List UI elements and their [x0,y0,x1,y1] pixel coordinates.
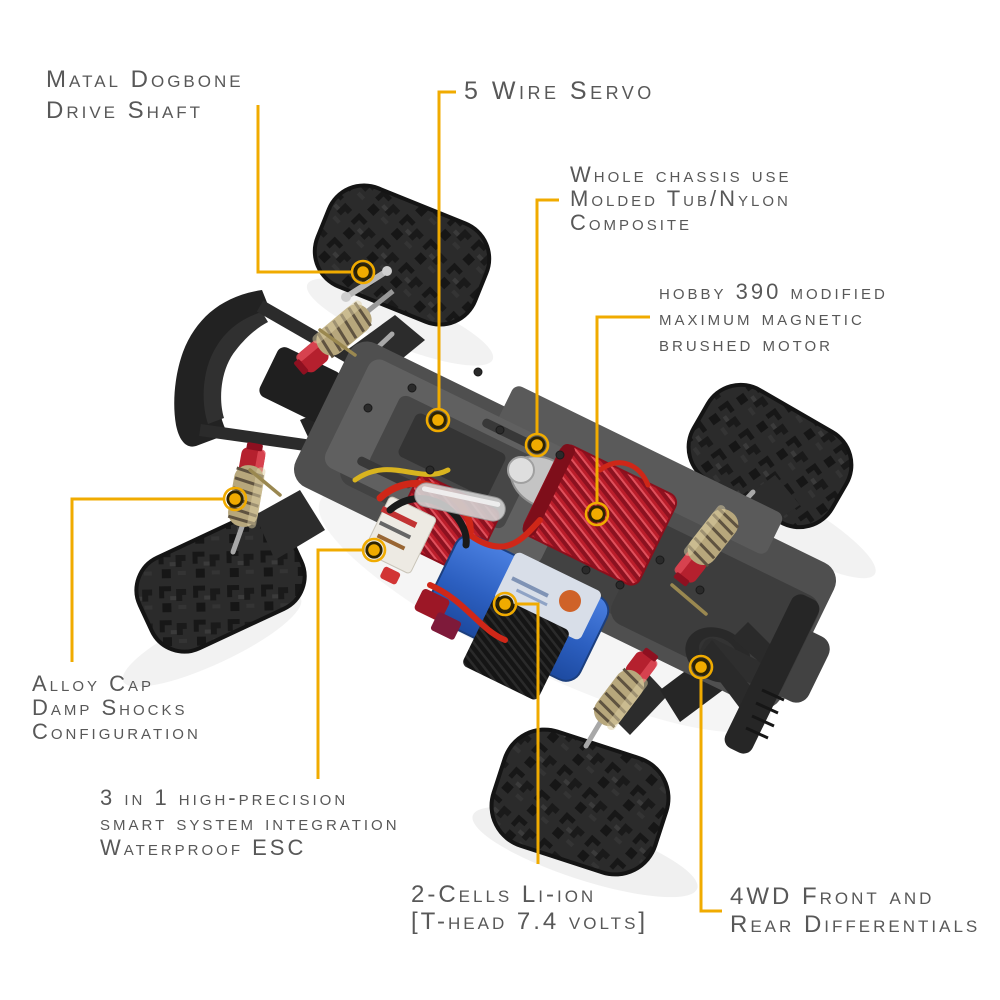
callout-dot-esc [361,537,387,563]
label-line: Molded Tub/Nylon [570,186,791,211]
callout-dot-servo [425,407,451,433]
label-4wd-differentials: 4WD Front and Rear Differentials [730,883,980,939]
callout-dot-differential [688,654,714,680]
rear-bumper [699,594,820,754]
battery-plug [414,588,462,640]
label-line: Whole chassis use [570,162,792,187]
callout-line-esc [316,548,362,779]
callout-line-shocks [70,497,224,662]
label-wire-servo: 5 Wire Servo [464,77,655,105]
label-line: brushed motor [659,331,834,356]
label-line: Matal Dogbone [46,66,244,93]
label-line: Drive Shaft [46,97,204,124]
dogbone-drive-shaft [341,266,392,302]
tire-front-right [134,512,307,654]
fuse-tube [414,482,506,522]
label-line: 2-Cells Li-ion [411,881,597,908]
label-line: Alloy Cap [32,671,155,696]
label-damp-shocks: Alloy Cap Damp Shocks Configuration [32,672,201,744]
label-line: Rear Differentials [730,911,981,938]
callout-dot-battery [492,591,518,617]
label-line: [T-head 7.4 volts] [411,908,649,935]
shock-front-left [290,289,395,379]
callout-line-chassis [535,198,559,433]
callout-line-differential [699,679,722,913]
callouts [70,90,722,913]
label-line: Damp Shocks [32,695,188,720]
callout-dot-chassis [524,432,550,458]
callout-line-motor [595,315,650,502]
chassis-screws [363,367,705,595]
label-line: Composite [570,210,693,235]
callout-line-battery [517,602,540,864]
label-molded-tub-chassis: Whole chassis use Molded Tub/Nylon Compo… [570,163,792,235]
camber-links [248,328,708,616]
label-line: hobby 390 modified [659,279,888,304]
label-waterproof-esc: 3 in 1 high-precision smart system integ… [100,785,400,860]
callout-dot-dogbone [350,259,376,285]
tire-rear-right [489,727,671,877]
callout-dot-shocks [222,486,248,512]
label-liion-battery: 2-Cells Li-ion [T-head 7.4 volts] [411,881,648,935]
label-line: 4WD Front and [730,883,935,910]
callout-line-servo [437,90,456,408]
servo-cover-deck [324,359,586,565]
label-line: Configuration [32,719,201,744]
label-line: maximum magnetic [659,305,865,330]
callout-line-dogbone [256,105,351,274]
callout-dot-motor [584,501,610,527]
label-line: Waterproof ESC [100,835,307,860]
battery-strap [463,596,569,700]
label-dogbone-drive-shaft: Matal Dogbone Drive Shaft [46,64,244,126]
label-brushed-motor: hobby 390 modified maximum magnetic brus… [659,279,888,357]
label-line: 5 Wire Servo [464,77,655,105]
label-line: smart system integration [100,810,400,835]
label-line: 3 in 1 high-precision [100,785,349,810]
